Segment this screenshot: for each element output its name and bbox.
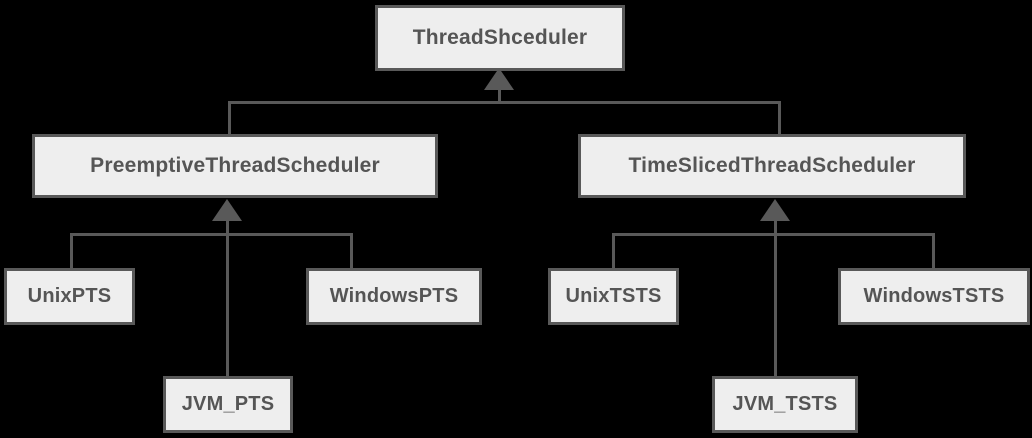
class-name-label: JVM_PTS <box>181 393 275 415</box>
class-name-label: WindowsTSTS <box>863 285 1005 307</box>
connector-preemptive-stem <box>226 219 229 379</box>
connector-root-to-preemptive <box>228 101 231 137</box>
triangle-outline-icon <box>212 199 242 221</box>
class-node-jvm-pts[interactable]: JVM_PTS <box>163 376 293 433</box>
connector-preemptive-to-windowspts <box>350 233 353 271</box>
connector-timesliced-stem <box>774 219 777 379</box>
connector-preemptive-to-unixpts <box>70 233 73 271</box>
connector-preemptive-bus <box>70 233 353 236</box>
connector-root-stem <box>498 88 501 104</box>
connector-timesliced-to-unixtsts <box>612 233 615 271</box>
connector-root-to-timesliced <box>778 101 781 137</box>
class-node-unixtsts[interactable]: UnixTSTS <box>548 268 679 325</box>
class-node-timeslicedthreadscheduler[interactable]: TimeSlicedThreadScheduler <box>578 134 966 198</box>
connector-timesliced-bus <box>612 233 935 236</box>
class-name-label: WindowsPTS <box>329 285 459 307</box>
class-name-label: UnixTSTS <box>565 285 662 307</box>
class-node-windowststs[interactable]: WindowsTSTS <box>838 268 1030 325</box>
class-node-preemptivethreadscheduler[interactable]: PreemptiveThreadScheduler <box>32 134 438 198</box>
class-node-jvm-tsts[interactable]: JVM_TSTS <box>712 376 858 433</box>
class-name-label: PreemptiveThreadScheduler <box>90 154 380 177</box>
class-node-threadshceduler[interactable]: ThreadShceduler <box>375 5 625 71</box>
connector-root-bus <box>228 101 781 104</box>
triangle-outline-icon <box>484 68 514 90</box>
connector-timesliced-to-windowststs <box>932 233 935 271</box>
class-node-windowspts[interactable]: WindowsPTS <box>306 268 482 325</box>
class-name-label: ThreadShceduler <box>412 26 588 49</box>
triangle-outline-icon <box>760 199 790 221</box>
class-node-unixpts[interactable]: UnixPTS <box>4 268 135 325</box>
class-name-label: UnixPTS <box>27 285 112 307</box>
class-name-label: JVM_TSTS <box>732 393 838 415</box>
class-name-label: TimeSlicedThreadScheduler <box>628 154 916 177</box>
